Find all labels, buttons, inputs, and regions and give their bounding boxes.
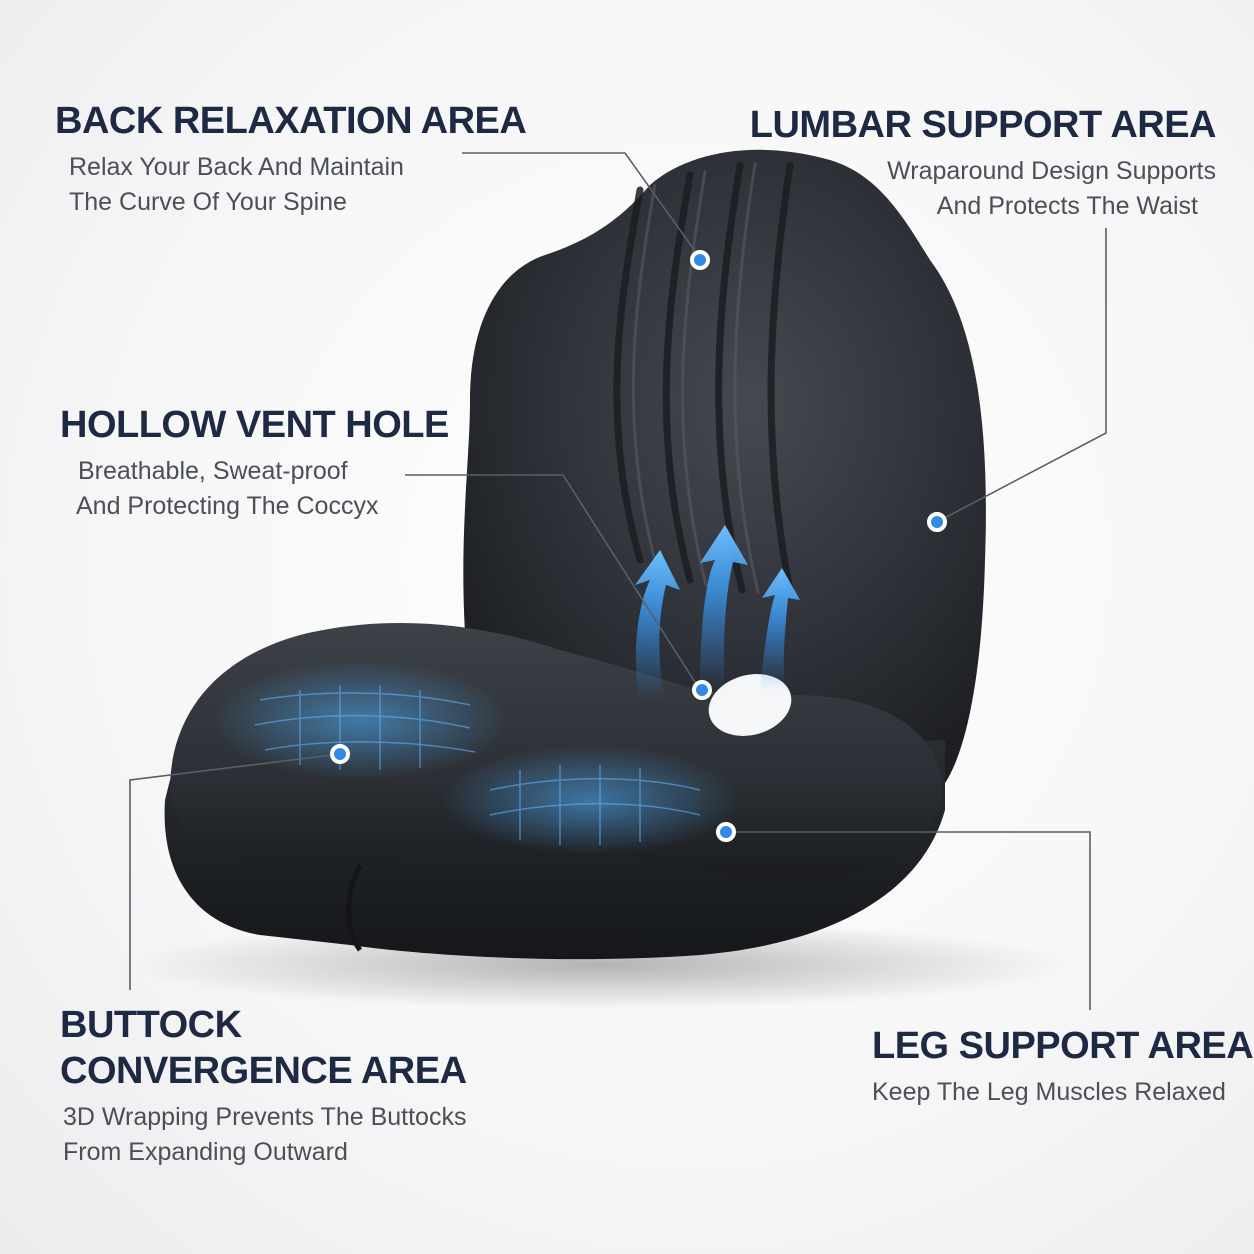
backrest-ribs (613, 161, 794, 594)
leg-support-desc: Keep The Leg Muscles Relaxed (872, 1078, 1226, 1106)
dot-leg-support (716, 822, 736, 842)
back-relaxation-desc-2: The Curve Of Your Spine (69, 188, 347, 216)
seat-seam (346, 863, 363, 952)
callout-lumbar-support: LUMBAR SUPPORT AREA Wraparound Design Su… (749, 102, 1217, 224)
grid-glow-left (210, 660, 510, 780)
callout-buttock-convergence: BUTTOCK CONVERGENCE AREA 3D Wrapping Pre… (60, 1002, 467, 1170)
callout-dots (330, 250, 947, 842)
lumbar-support-title: LUMBAR SUPPORT AREA (749, 104, 1217, 146)
grid-glow-center (440, 745, 740, 855)
grid-lines (254, 685, 701, 845)
leg-support-title: LEG SUPPORT AREA (872, 1025, 1254, 1067)
hollow-vent-desc-1: Breathable, Sweat-proof (78, 457, 348, 485)
airflow-arrows (635, 525, 800, 700)
callout-back-relaxation: BACK RELAXATION AREA Relax Your Back And… (55, 98, 527, 220)
back-relaxation-title: BACK RELAXATION AREA (55, 100, 527, 142)
buttock-convergence-title-1: BUTTOCK (60, 1004, 242, 1046)
hollow-vent-title: HOLLOW VENT HOLE (60, 404, 449, 446)
callout-leg-support: LEG SUPPORT AREA Keep The Leg Muscles Re… (872, 1023, 1254, 1110)
hollow-vent-desc-2: And Protecting The Coccyx (76, 492, 379, 520)
dot-buttock-convergence (330, 744, 350, 764)
dot-back-relaxation (690, 250, 710, 270)
lumbar-support-desc-1: Wraparound Design Supports (887, 157, 1216, 185)
lumbar-support-desc-2: And Protects The Waist (936, 192, 1198, 220)
back-relaxation-desc-1: Relax Your Back And Maintain (69, 153, 404, 181)
leader-lines (129, 152, 1107, 1010)
dot-lumbar-support (927, 512, 947, 532)
dot-hollow-vent (692, 680, 712, 700)
callout-hollow-vent: HOLLOW VENT HOLE Breathable, Sweat-proof… (60, 402, 449, 524)
buttock-convergence-desc-2: From Expanding Outward (63, 1138, 348, 1166)
buttock-convergence-title-2: CONVERGENCE AREA (60, 1050, 467, 1092)
backrest-rib-highlights (631, 162, 760, 594)
buttock-convergence-desc-1: 3D Wrapping Prevents The Buttocks (63, 1103, 467, 1131)
